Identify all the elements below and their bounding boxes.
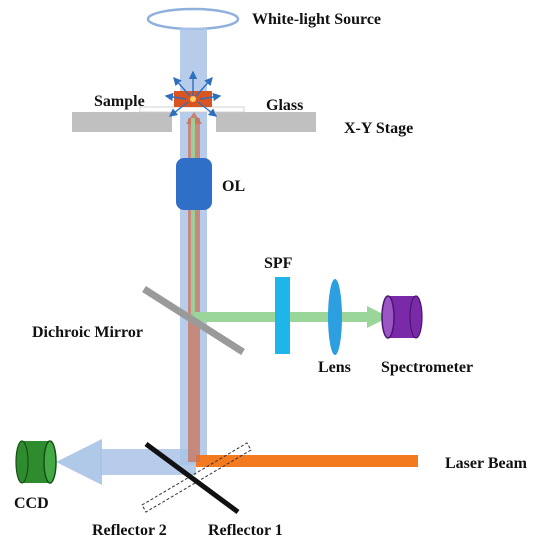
- label-spectrometer: Spectrometer: [381, 359, 473, 376]
- label-spf: SPF: [264, 255, 293, 272]
- emission-arrow-right: [199, 92, 222, 102]
- laser-beam-horizontal: [196, 455, 418, 467]
- emission-arrow-down-left: [168, 101, 189, 117]
- sample-focal-spot: [190, 96, 196, 102]
- dichroic-mirror: [142, 286, 245, 355]
- emission-arrow-left: [164, 92, 187, 102]
- emission-arrow-up-right: [195, 76, 213, 97]
- label-xy-stage: X-Y Stage: [344, 120, 413, 137]
- emission-arrows: [164, 70, 222, 117]
- reflector-1: [144, 441, 240, 515]
- label-white-light-source: White-light Source: [252, 11, 381, 28]
- signal-beam-arrowhead: [367, 306, 389, 328]
- objective-lens: [176, 158, 212, 210]
- glass-slide: [139, 106, 245, 113]
- label-lens: Lens: [318, 359, 351, 376]
- label-reflector-2: Reflector 2: [92, 522, 167, 539]
- xy-stage-left: [72, 112, 172, 132]
- focusing-lens: [328, 279, 342, 355]
- signal-beam-vertical: [191, 118, 195, 318]
- spf-filter: [275, 277, 290, 354]
- label-reflector-1: Reflector 1: [208, 522, 283, 539]
- white-light-beam-arrowhead: [56, 439, 102, 485]
- label-objective-lens: OL: [222, 178, 245, 195]
- label-ccd: CCD: [14, 495, 49, 512]
- emission-arrow-down-right: [197, 101, 218, 117]
- white-light-source-lamp: [146, 7, 240, 31]
- xy-stage-right: [216, 112, 316, 132]
- label-glass: Glass: [266, 97, 303, 114]
- reflector-2: [141, 442, 252, 513]
- label-dichroic-mirror: Dichroic Mirror: [32, 324, 143, 341]
- label-sample: Sample: [94, 93, 145, 110]
- label-laser-beam: Laser Beam: [445, 455, 528, 472]
- spectrometer: [381, 295, 423, 339]
- emission-arrow-up-left: [173, 76, 191, 97]
- ccd-camera: [15, 440, 57, 484]
